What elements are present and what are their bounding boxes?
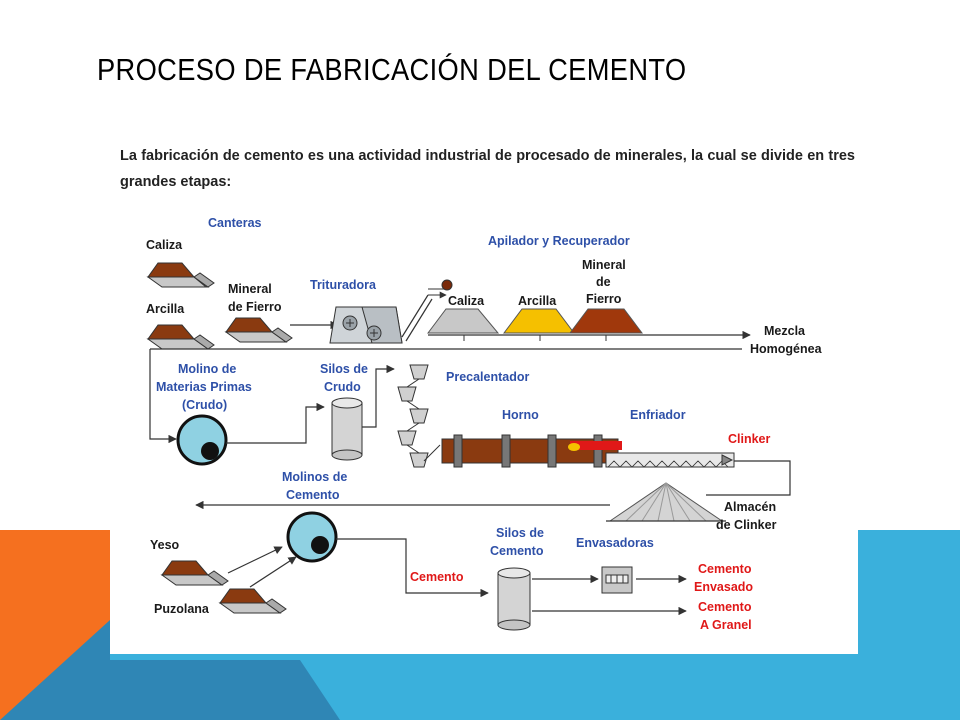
label-pile-caliza: Caliza	[448, 294, 485, 308]
label-pile-arcilla: Arcilla	[518, 294, 557, 308]
label-caliza: Caliza	[146, 238, 183, 252]
label-yeso: Yeso	[150, 538, 180, 552]
label-mezcla: Mezcla	[764, 324, 806, 338]
label-molino-mp-1: Molino de	[178, 362, 236, 376]
label-cemento-envasado-2: Envasado	[694, 580, 753, 594]
label-silos-cemento-1: Silos de	[496, 526, 544, 540]
label-homogenea: Homogénea	[750, 342, 823, 356]
label-arcilla: Arcilla	[146, 302, 185, 316]
preheater-icon	[397, 364, 441, 468]
quarry-mineral-icon	[224, 317, 293, 343]
label-silos-cemento-2: Cemento	[490, 544, 544, 558]
packer-icon	[601, 566, 633, 594]
stacker-head-icon	[441, 279, 453, 291]
label-cemento-granel-2: A Granel	[700, 618, 752, 632]
cooler-icon	[605, 452, 735, 468]
label-cemento-granel-1: Cemento	[698, 600, 752, 614]
label-enfriador: Enfriador	[630, 408, 686, 422]
label-silos-crudo-1: Silos de	[320, 362, 368, 376]
label-apilador: Apilador y Recuperador	[488, 234, 630, 248]
label-de-clinker: de Clinker	[716, 518, 777, 532]
pile-mineral-icon	[569, 308, 643, 334]
label-cemento: Cemento	[410, 570, 464, 584]
raw-silo-icon	[331, 397, 363, 461]
quarry-arcilla-icon	[146, 324, 215, 350]
cement-silo-icon	[497, 567, 531, 631]
kiln-icon	[441, 434, 622, 468]
label-horno: Horno	[502, 408, 539, 422]
label-molinos-cemento-1: Molinos de	[282, 470, 347, 484]
quarry-caliza-icon	[146, 262, 215, 288]
clinker-storage-icon	[606, 482, 726, 522]
quarry-puzolana-icon	[218, 588, 287, 614]
label-molino-mp-2: Materias Primas	[156, 380, 252, 394]
label-cemento-envasado-1: Cemento	[698, 562, 752, 576]
intro-text: La fabricación de cemento es una activid…	[120, 148, 855, 190]
label-pile-fierro: Fierro	[586, 292, 622, 306]
process-diagram: Canteras Caliza Arcilla Mineral de Fierr…	[146, 216, 823, 632]
slide-title: PROCESO DE FABRICACIÓN DEL CEMENTO	[97, 52, 687, 87]
label-pile-mineral: Mineral	[582, 258, 626, 272]
label-de-fierro: de Fierro	[228, 300, 282, 314]
pile-arcilla-icon	[503, 308, 575, 334]
pile-caliza-icon	[427, 308, 500, 334]
diagram-panel: La fabricación de cemento es una activid…	[110, 127, 858, 654]
cement-mill-icon	[286, 511, 338, 563]
label-trituradora: Trituradora	[310, 278, 377, 292]
label-precalentador: Precalentador	[446, 370, 530, 384]
label-canteras: Canteras	[208, 216, 262, 230]
label-molino-mp-3: (Crudo)	[182, 398, 227, 412]
raw-mill-icon	[176, 414, 228, 466]
label-molinos-cemento-2: Cemento	[286, 488, 340, 502]
label-puzolana: Puzolana	[154, 602, 210, 616]
label-silos-crudo-2: Crudo	[324, 380, 361, 394]
label-clinker: Clinker	[728, 432, 771, 446]
label-mineral: Mineral	[228, 282, 272, 296]
label-almacen: Almacén	[724, 500, 776, 514]
crusher-icon	[329, 306, 403, 344]
label-envasadoras: Envasadoras	[576, 536, 654, 550]
quarry-yeso-icon	[160, 560, 229, 586]
label-pile-de: de	[596, 275, 611, 289]
